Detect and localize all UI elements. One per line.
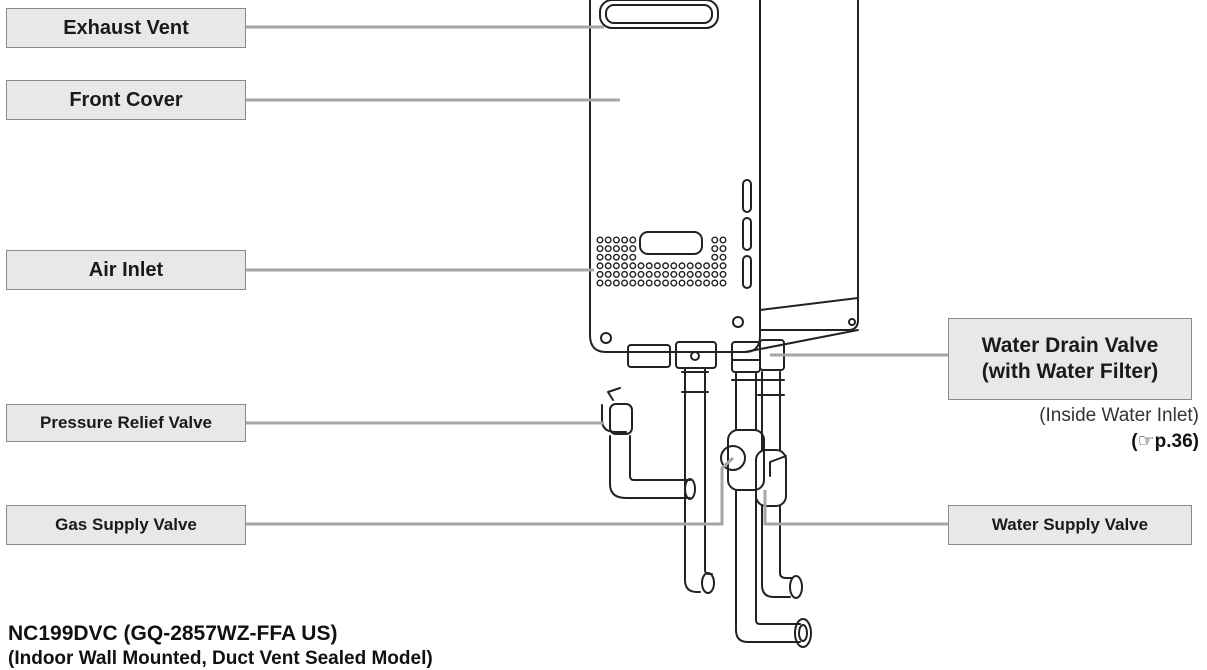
- note-inside-water-inlet: (Inside Water Inlet): [1039, 405, 1199, 426]
- air-inlet-hole: [621, 245, 629, 253]
- label-air-inlet: Air Inlet: [6, 250, 246, 290]
- exhaust-vent-graphic: [599, 0, 719, 29]
- air-inlet-hole: [694, 270, 702, 278]
- air-inlet-hole: [711, 270, 719, 278]
- air-inlet-hole: [703, 279, 711, 287]
- label-pressure-relief-valve: Pressure Relief Valve: [6, 404, 246, 442]
- air-inlet-hole: [629, 236, 637, 244]
- air-inlet-hole: [629, 262, 637, 270]
- air-inlet-hole: [612, 245, 620, 253]
- air-inlet-hole: [604, 262, 612, 270]
- air-inlet-hole: [612, 279, 620, 287]
- air-inlet-hole: [621, 236, 629, 244]
- air-inlet-hole: [604, 253, 612, 261]
- air-inlet-hole: [637, 262, 645, 270]
- air-inlet-hole: [670, 270, 678, 278]
- air-inlet-slot: [639, 231, 703, 255]
- air-inlet-hole: [694, 262, 702, 270]
- air-inlet-hole: [711, 279, 719, 287]
- air-inlet-hole: [604, 236, 612, 244]
- air-inlet-hole: [719, 245, 727, 253]
- model-title: NC199DVC (GQ-2857WZ-FFA US): [8, 622, 338, 645]
- air-inlet-hole: [678, 270, 686, 278]
- air-inlet-hole: [662, 262, 670, 270]
- air-inlet-hole: [703, 270, 711, 278]
- label-water-drain-valve-line2: (with Water Filter): [981, 360, 1159, 383]
- air-inlet-hole: [670, 262, 678, 270]
- air-inlet-hole: [678, 279, 686, 287]
- air-inlet-hole: [678, 262, 686, 270]
- air-inlet-holes: [596, 236, 727, 287]
- air-inlet-hole: [621, 279, 629, 287]
- air-inlet-hole: [621, 262, 629, 270]
- cabinet-front: [589, 0, 761, 353]
- air-inlet-hole: [670, 279, 678, 287]
- air-inlet-hole: [719, 279, 727, 287]
- air-inlet-hole: [604, 245, 612, 253]
- air-inlet-hole: [653, 279, 661, 287]
- air-inlet-hole: [719, 270, 727, 278]
- label-water-supply-valve: Water Supply Valve: [948, 505, 1192, 545]
- air-inlet-hole: [629, 270, 637, 278]
- air-inlet-hole: [719, 236, 727, 244]
- air-inlet-hole: [612, 236, 620, 244]
- air-inlet-hole: [612, 270, 620, 278]
- air-inlet-hole: [621, 253, 629, 261]
- air-inlet-hole: [645, 279, 653, 287]
- air-inlet-hole: [629, 245, 637, 253]
- air-inlet-hole: [604, 279, 612, 287]
- label-water-drain-valve-line1: Water Drain Valve: [981, 333, 1159, 357]
- label-gas-supply-valve: Gas Supply Valve: [6, 505, 246, 545]
- air-inlet-hole: [604, 270, 612, 278]
- air-inlet-hole: [686, 279, 694, 287]
- cabinet-side: [759, 0, 859, 331]
- air-inlet-hole: [653, 262, 661, 270]
- air-inlet-hole: [629, 253, 637, 261]
- air-inlet-hole: [621, 270, 629, 278]
- air-inlet-hole: [711, 253, 719, 261]
- air-inlet-hole: [612, 262, 620, 270]
- air-inlet-hole: [596, 236, 604, 244]
- air-inlet-hole: [686, 262, 694, 270]
- air-inlet-hole: [686, 270, 694, 278]
- air-inlet-hole: [662, 279, 670, 287]
- page-ref-text: p.36): [1154, 431, 1199, 452]
- page-ref-open: (: [1131, 431, 1138, 452]
- air-inlet-hole: [596, 270, 604, 278]
- air-inlet-hole: [637, 279, 645, 287]
- air-inlet-hole: [711, 236, 719, 244]
- air-inlet-hole: [711, 245, 719, 253]
- pointing-hand-icon: ☞: [1137, 431, 1155, 452]
- label-water-drain-valve: Water Drain Valve (with Water Filter): [948, 318, 1192, 400]
- air-inlet-hole: [629, 279, 637, 287]
- air-inlet-hole: [596, 279, 604, 287]
- air-inlet-hole: [719, 262, 727, 270]
- air-inlet-hole: [653, 270, 661, 278]
- air-inlet-hole: [596, 253, 604, 261]
- air-inlet-hole: [662, 270, 670, 278]
- water-heater-drawing: [246, 0, 948, 648]
- air-inlet-hole: [694, 279, 702, 287]
- air-inlet-hole: [596, 245, 604, 253]
- air-inlet-hole: [637, 270, 645, 278]
- air-inlet-hole: [596, 262, 604, 270]
- label-front-cover: Front Cover: [6, 80, 246, 120]
- air-inlet-hole: [645, 262, 653, 270]
- air-inlet-hole: [703, 262, 711, 270]
- air-inlet-hole: [612, 253, 620, 261]
- air-inlet-hole: [645, 270, 653, 278]
- air-inlet-hole: [719, 253, 727, 261]
- note-page-reference: (☞p.36): [1131, 430, 1199, 453]
- model-subtitle: (Indoor Wall Mounted, Duct Vent Sealed M…: [8, 648, 433, 669]
- label-exhaust-vent: Exhaust Vent: [6, 8, 246, 48]
- air-inlet-hole: [711, 262, 719, 270]
